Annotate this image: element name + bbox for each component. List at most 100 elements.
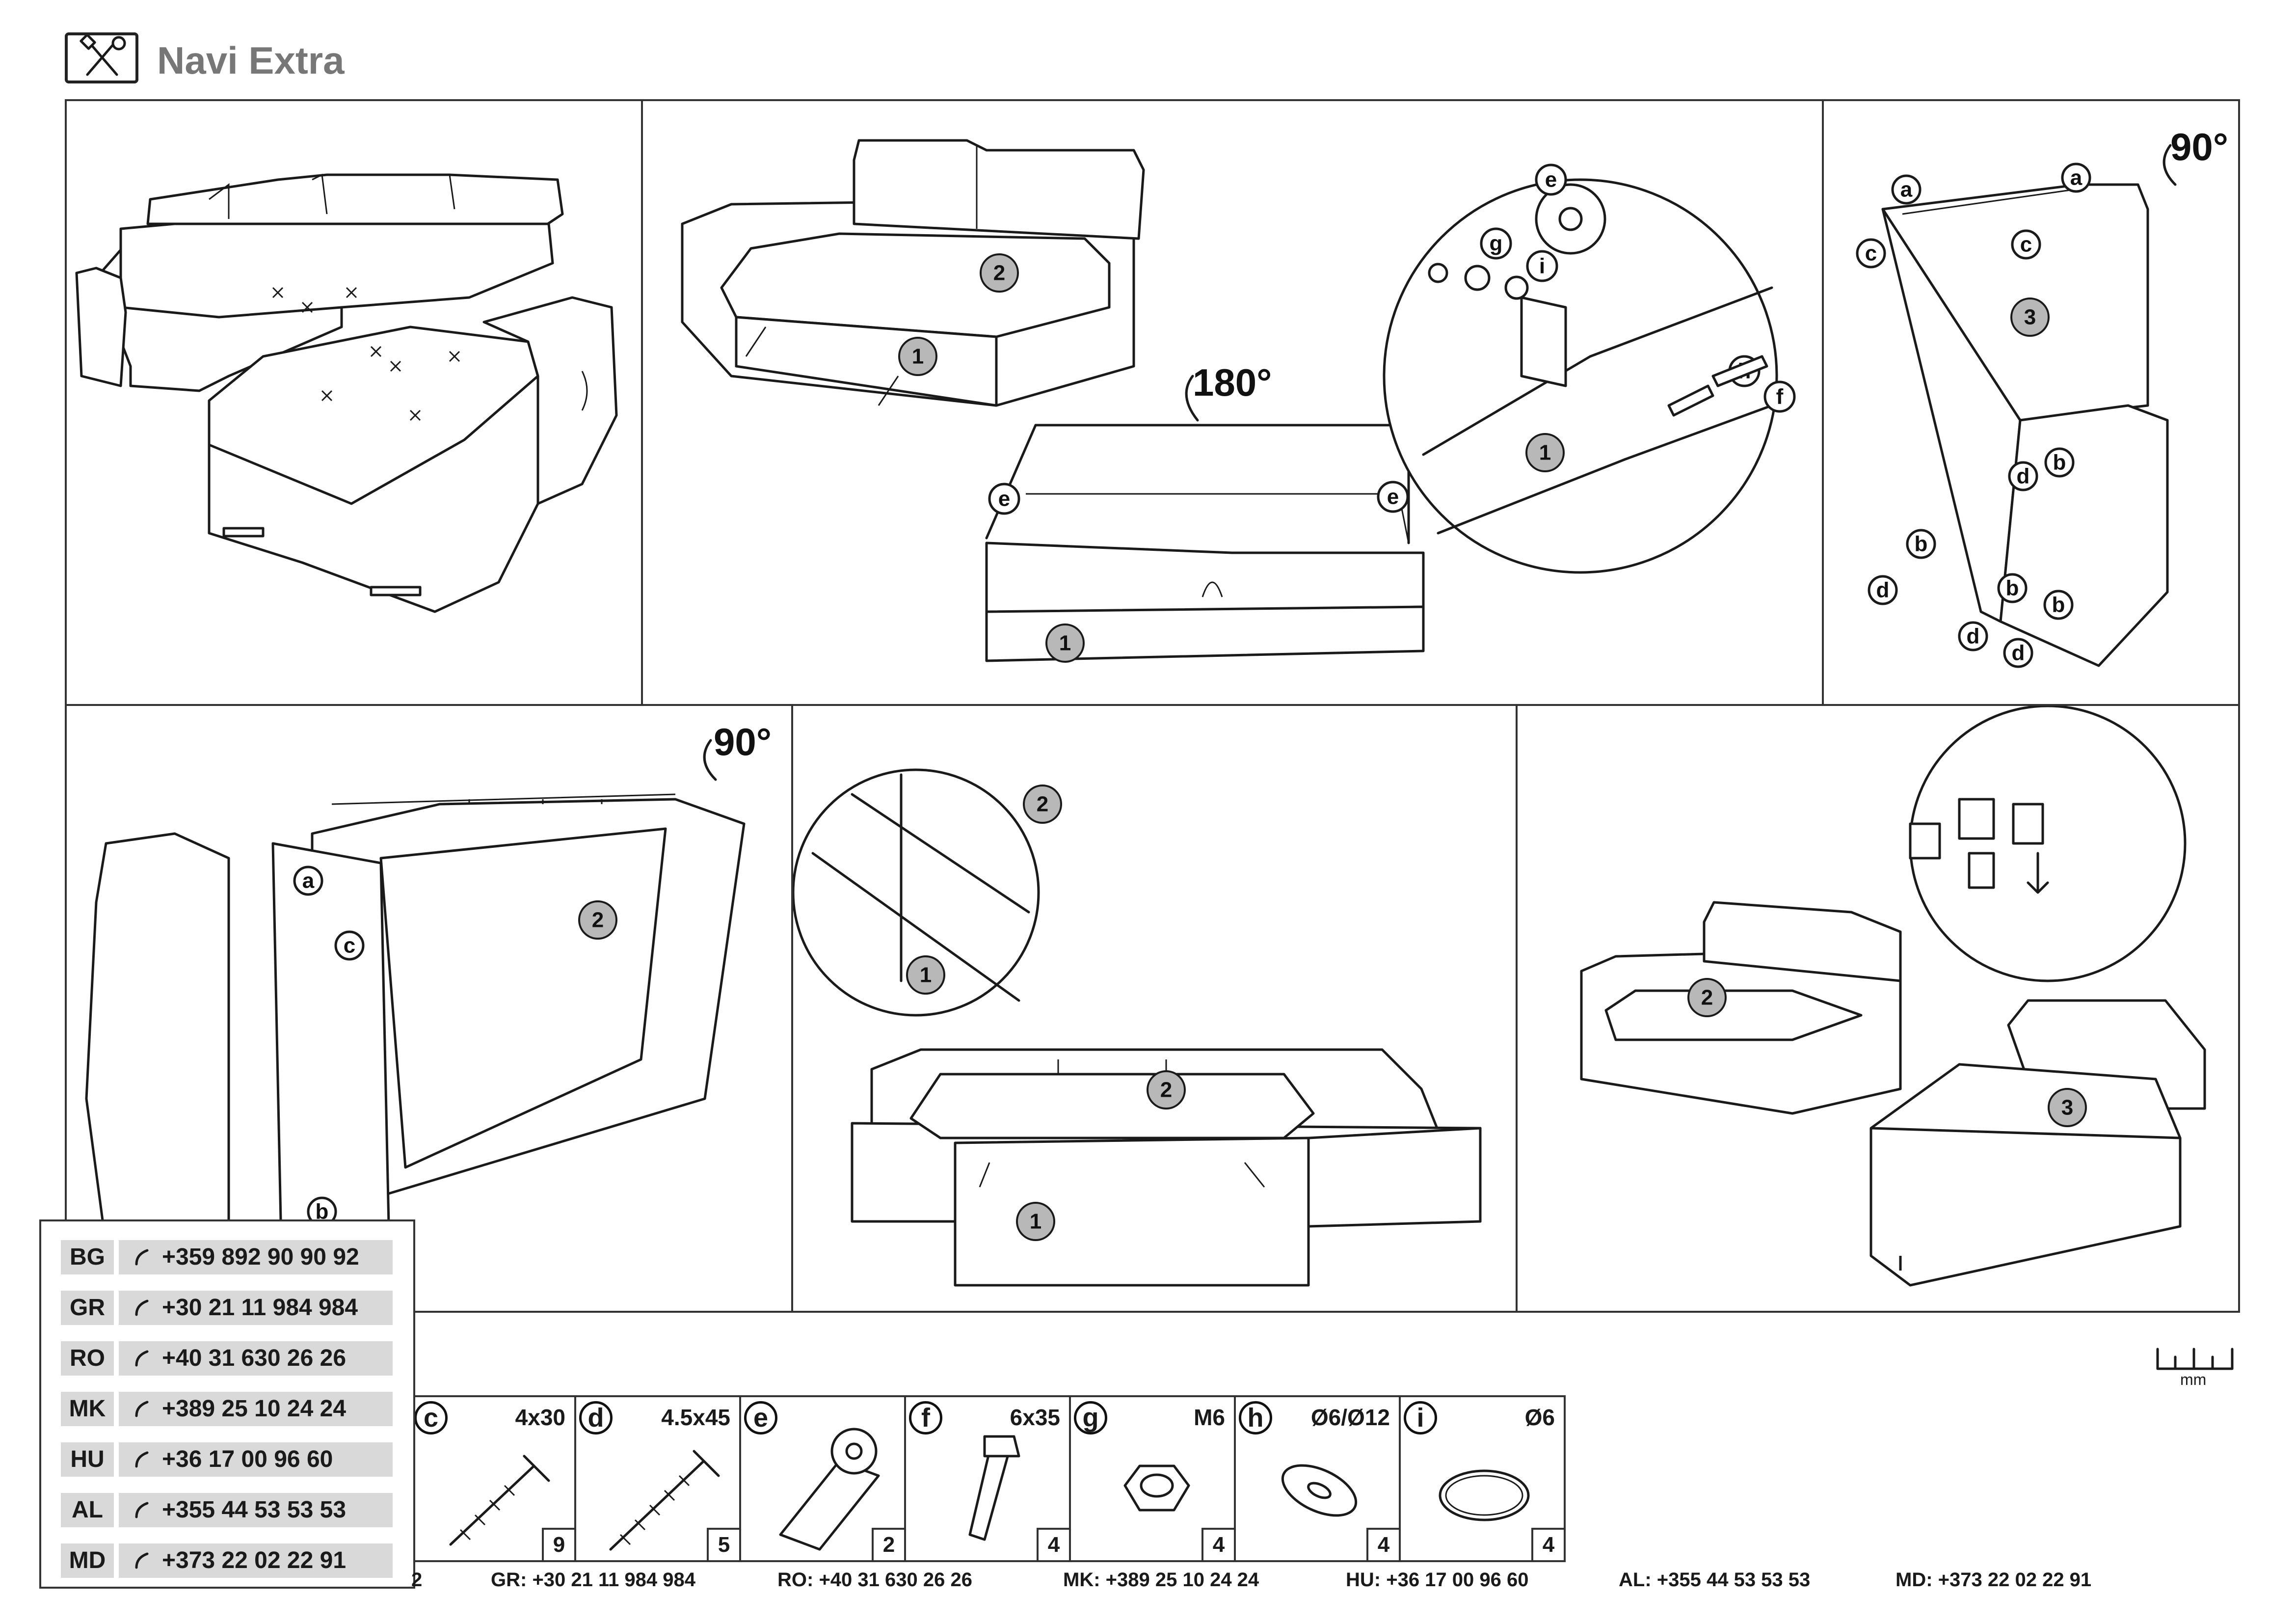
- label-e-left: e: [988, 483, 1020, 515]
- svg-text:e: e: [1387, 485, 1399, 509]
- rotate-90-icon-b: 90°: [703, 720, 772, 781]
- svg-text:i: i: [1539, 254, 1545, 278]
- svg-text:2: 2: [993, 261, 1005, 285]
- svg-text:e: e: [998, 487, 1010, 511]
- chaise-standing-illustration: [1881, 183, 2169, 667]
- part-2-badge-back: 2: [578, 900, 617, 940]
- label-e-zoom: e: [1535, 163, 1567, 196]
- svg-text:c: c: [1865, 242, 1877, 266]
- svg-text:180°: 180°: [1193, 361, 1272, 404]
- contact-row: BG +359 892 90 90 92: [61, 1240, 393, 1274]
- svg-text:b: b: [2006, 576, 2019, 600]
- ruler-icon: [2156, 1344, 2234, 1383]
- svg-text:1: 1: [1059, 631, 1071, 655]
- label-a-left: a: [1891, 174, 1922, 205]
- part-1-badge-zoom-b: 1: [906, 955, 945, 995]
- svg-text:a: a: [1900, 178, 1913, 202]
- phone-icon: [135, 1249, 149, 1266]
- screw-icon: [449, 1455, 550, 1546]
- label-c-back: c: [334, 930, 365, 961]
- part-1-badge-sofa: 1: [1016, 1202, 1055, 1241]
- part-f: f 6x35 4: [904, 1395, 1071, 1562]
- part-2-badge: 2: [980, 253, 1019, 293]
- sofa-back-illustration: [85, 793, 746, 1311]
- svg-text:90°: 90°: [2170, 125, 2228, 168]
- svg-text:c: c: [2020, 233, 2032, 257]
- label-b-2: b: [1906, 529, 1936, 559]
- contact-row: GR +30 21 11 984 984: [61, 1291, 393, 1325]
- label-a-right: a: [2061, 162, 2091, 193]
- label-f: f: [1763, 380, 1796, 413]
- footer-contact: GR: +30 21 11 984 984: [491, 1569, 695, 1591]
- part-d: d 4.5x45 5: [574, 1395, 741, 1562]
- wheel-bracket-icon: [779, 1428, 880, 1551]
- tools-icon: [65, 32, 138, 83]
- drawer-frame-illustration: [985, 424, 1425, 662]
- phone-icon: [135, 1451, 149, 1468]
- svg-text:c: c: [344, 934, 355, 958]
- hardware-detail: [1428, 263, 1768, 417]
- footer-contact: RO: +40 31 630 26 26: [777, 1569, 972, 1591]
- contact-row: RO +40 31 630 26 26: [61, 1341, 393, 1376]
- step-1-panel: [65, 99, 643, 706]
- page-title: Navi Extra: [157, 39, 345, 82]
- contact-row: AL +355 44 53 53 53: [61, 1493, 393, 1527]
- step-3-panel: 90° 3 a a c c b d b d b d b d: [1822, 99, 2240, 706]
- phone-icon: [135, 1299, 149, 1316]
- bolt-icon: [968, 1435, 1020, 1541]
- svg-text:d: d: [1967, 624, 1980, 649]
- footer-contact: 2: [411, 1569, 423, 1591]
- label-d-4: d: [2003, 638, 2033, 668]
- contact-row: HU +36 17 00 96 60: [61, 1442, 393, 1477]
- svg-text:f: f: [1776, 385, 1784, 409]
- phone-icon: [135, 1401, 149, 1417]
- nut-icon: [1123, 1464, 1190, 1512]
- contact-row: MD +373 22 02 22 91: [61, 1543, 393, 1578]
- footer-contact: HU: +36 17 00 96 60: [1346, 1569, 1529, 1591]
- footer-contact: MK: +389 25 10 24 24: [1063, 1569, 1259, 1591]
- part-2-badge-sofa: 2: [1147, 1070, 1186, 1110]
- assembled-sofa-illustration: [851, 1048, 1482, 1287]
- chaise-section-c: [1869, 999, 2206, 1287]
- label-c-right: c: [2011, 229, 2041, 260]
- footer-contact: MD: +373 22 02 22 91: [1896, 1569, 2092, 1591]
- step-4-panel: 90° 2 a c b: [65, 704, 793, 1313]
- part-i: i Ø6 4: [1399, 1395, 1566, 1562]
- step-2-panel: 1 2 180° 1 e e 1 e g i h f: [641, 99, 1824, 706]
- label-g: g: [1480, 227, 1512, 260]
- step-6-panel: 2 3: [1516, 704, 2240, 1313]
- label-d-3: d: [1958, 621, 1988, 651]
- part-1-badge-lower: 1: [1045, 623, 1085, 663]
- part-g: g M6 4: [1069, 1395, 1236, 1562]
- rotate-90-icon: 90°: [2163, 125, 2228, 186]
- step-5-panel: 2 1 2 1: [791, 704, 1518, 1313]
- label-d-1: d: [2008, 461, 2038, 491]
- label-i: i: [1526, 250, 1558, 282]
- phone-icon: [135, 1502, 149, 1518]
- svg-text:1: 1: [920, 963, 932, 987]
- label-a-back: a: [293, 866, 323, 896]
- svg-text:e: e: [1545, 168, 1557, 192]
- detail-zoom-circle-c: [1909, 706, 2187, 982]
- label-d-2: d: [1868, 575, 1898, 605]
- svg-text:3: 3: [2061, 1096, 2073, 1120]
- svg-text:2: 2: [1701, 986, 1713, 1010]
- phone-icon: [135, 1350, 149, 1367]
- part-1-badge: 1: [898, 337, 937, 376]
- svg-text:1: 1: [1030, 1210, 1041, 1234]
- phone-icon: [135, 1552, 149, 1569]
- svg-text:d: d: [1876, 578, 1890, 602]
- svg-text:2: 2: [1037, 792, 1048, 816]
- label-e-right: e: [1377, 481, 1409, 513]
- part-3-badge-c: 3: [2048, 1088, 2087, 1127]
- svg-text:b: b: [2053, 451, 2066, 475]
- screw-icon: [609, 1450, 720, 1551]
- label-b-3: b: [1997, 573, 2028, 603]
- washer-icon: [1281, 1464, 1358, 1517]
- parts-table: c 4x30 9 d 4.5x45 5 e 2 f 6x35 4 g M6 4 …: [409, 1395, 1566, 1562]
- footer-contact: AL: +355 44 53 53 53: [1619, 1569, 1811, 1591]
- svg-text:2: 2: [592, 908, 604, 932]
- svg-text:90°: 90°: [714, 720, 772, 763]
- svg-text:d: d: [2017, 464, 2030, 488]
- svg-text:d: d: [2012, 641, 2025, 665]
